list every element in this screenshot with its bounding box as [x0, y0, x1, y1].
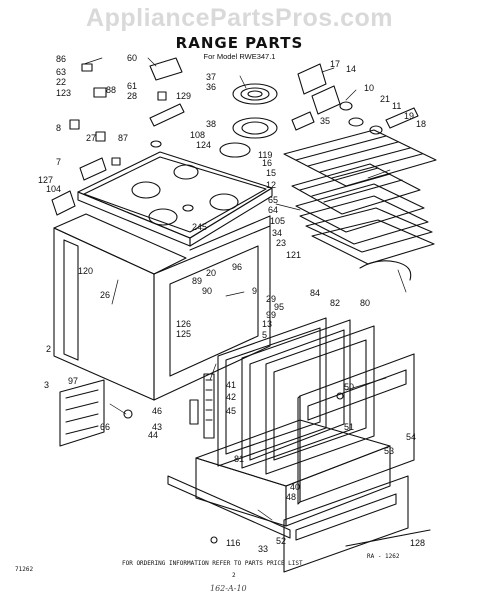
part-label: 81: [234, 454, 244, 464]
part-label: 38: [206, 119, 216, 129]
part-label: 60: [127, 53, 137, 63]
part-label: 61: [127, 81, 137, 91]
right-code: RA - 1262: [367, 553, 400, 560]
right-components-shape: [291, 63, 419, 135]
part-labels: 86 63 22 123 88 8 60 61 28 87 27 129 7 1…: [38, 53, 426, 554]
part-label: 116: [226, 538, 240, 548]
leader-lines: [83, 57, 407, 521]
part-label: 63: [56, 67, 66, 77]
part-label: 14: [346, 64, 356, 74]
part-label: 90: [202, 286, 212, 296]
control-panel-shape: [51, 57, 185, 216]
part-label: 95: [274, 302, 284, 312]
part-label: 126: [176, 319, 191, 329]
oven-body-shape: [53, 213, 271, 401]
part-label: 89: [192, 276, 202, 286]
burner-element-shape: [150, 83, 278, 158]
part-label: 17: [330, 59, 340, 69]
part-label: 13: [262, 319, 272, 329]
part-label: 46: [152, 406, 162, 416]
part-label: 15: [266, 168, 276, 178]
part-label: 125: [176, 329, 191, 339]
watermark-text: AppliancePartsPros.com: [86, 4, 393, 32]
part-label: 105: [270, 216, 285, 226]
outer-door-shape: [297, 353, 415, 505]
part-label: 21: [380, 94, 390, 104]
part-label: 5: [262, 330, 267, 340]
part-label: 36: [206, 82, 216, 92]
part-label: 128: [410, 538, 425, 548]
part-label: 34: [272, 228, 282, 238]
part-label: 127: [38, 175, 53, 185]
part-label: 27: [86, 133, 96, 143]
part-label: 43: [152, 422, 162, 432]
part-label: 66: [100, 422, 110, 432]
part-label: 121: [286, 250, 301, 260]
part-label: 35: [320, 116, 330, 126]
part-label: 129: [176, 91, 191, 101]
part-label: 54: [406, 432, 416, 442]
part-label: 53: [384, 446, 394, 456]
part-label: 97: [68, 376, 78, 386]
part-label: 50: [344, 382, 354, 392]
part-label: 87: [118, 133, 128, 143]
part-label: 40: [290, 482, 300, 492]
part-label: 29: [266, 294, 276, 304]
part-label: 3: [44, 380, 49, 390]
oven-door-frames-shape: [217, 317, 375, 475]
part-label: 52: [276, 536, 286, 546]
part-label: 86: [56, 54, 66, 64]
part-label: 88: [106, 85, 116, 95]
part-label: 12: [266, 180, 276, 190]
part-label: 108: [190, 130, 205, 140]
part-label: 33: [258, 544, 268, 554]
part-label: 20: [206, 268, 216, 278]
part-label: 245: [192, 222, 207, 232]
part-label: 10: [364, 83, 374, 93]
part-label: 119: [258, 150, 272, 160]
drawer-shape: [167, 419, 431, 573]
part-label: 84: [310, 288, 320, 298]
part-label: 41: [226, 380, 236, 390]
part-label: 37: [206, 72, 216, 82]
part-label: 65: [268, 195, 278, 205]
hinge-shape: [189, 373, 215, 439]
part-label: 42: [226, 392, 236, 402]
part-label: 64: [268, 205, 278, 215]
part-label: 18: [416, 119, 426, 129]
part-label: 26: [100, 290, 110, 300]
page-number: 2: [232, 572, 236, 579]
part-label: 120: [78, 266, 93, 276]
part-label: 16: [262, 158, 272, 168]
part-label: 2: [46, 344, 51, 354]
part-label: 82: [330, 298, 340, 308]
part-label: 22: [56, 77, 66, 87]
part-label: 9: [252, 286, 257, 296]
part-label: 28: [127, 91, 137, 101]
ordering-note: FOR ORDERING INFORMATION REFER TO PARTS …: [122, 560, 303, 567]
page-title: RANGE PARTS: [175, 34, 304, 52]
part-label: 51: [344, 422, 354, 432]
cooktop-shape: [77, 151, 273, 247]
side-panel-shape: [59, 379, 133, 447]
part-label: 11: [392, 101, 401, 111]
left-code: 71262: [15, 566, 34, 573]
part-label: 99: [266, 310, 276, 320]
handwritten-code: 162-A-10: [210, 584, 247, 593]
oven-racks-shape: [283, 129, 437, 281]
part-label: 45: [226, 406, 236, 416]
part-label: 7: [56, 157, 61, 167]
part-label: 23: [276, 238, 286, 248]
model-subtitle: For Model RWE347.1: [203, 52, 276, 61]
part-label: 19: [404, 111, 414, 121]
part-label: 44: [148, 430, 158, 440]
part-label: 124: [196, 140, 211, 150]
part-label: 48: [286, 492, 296, 502]
part-label: 123: [56, 88, 71, 98]
part-label: 80: [360, 298, 370, 308]
part-label: 104: [46, 184, 61, 194]
part-label: 96: [232, 262, 242, 272]
part-label: 8: [56, 123, 61, 133]
